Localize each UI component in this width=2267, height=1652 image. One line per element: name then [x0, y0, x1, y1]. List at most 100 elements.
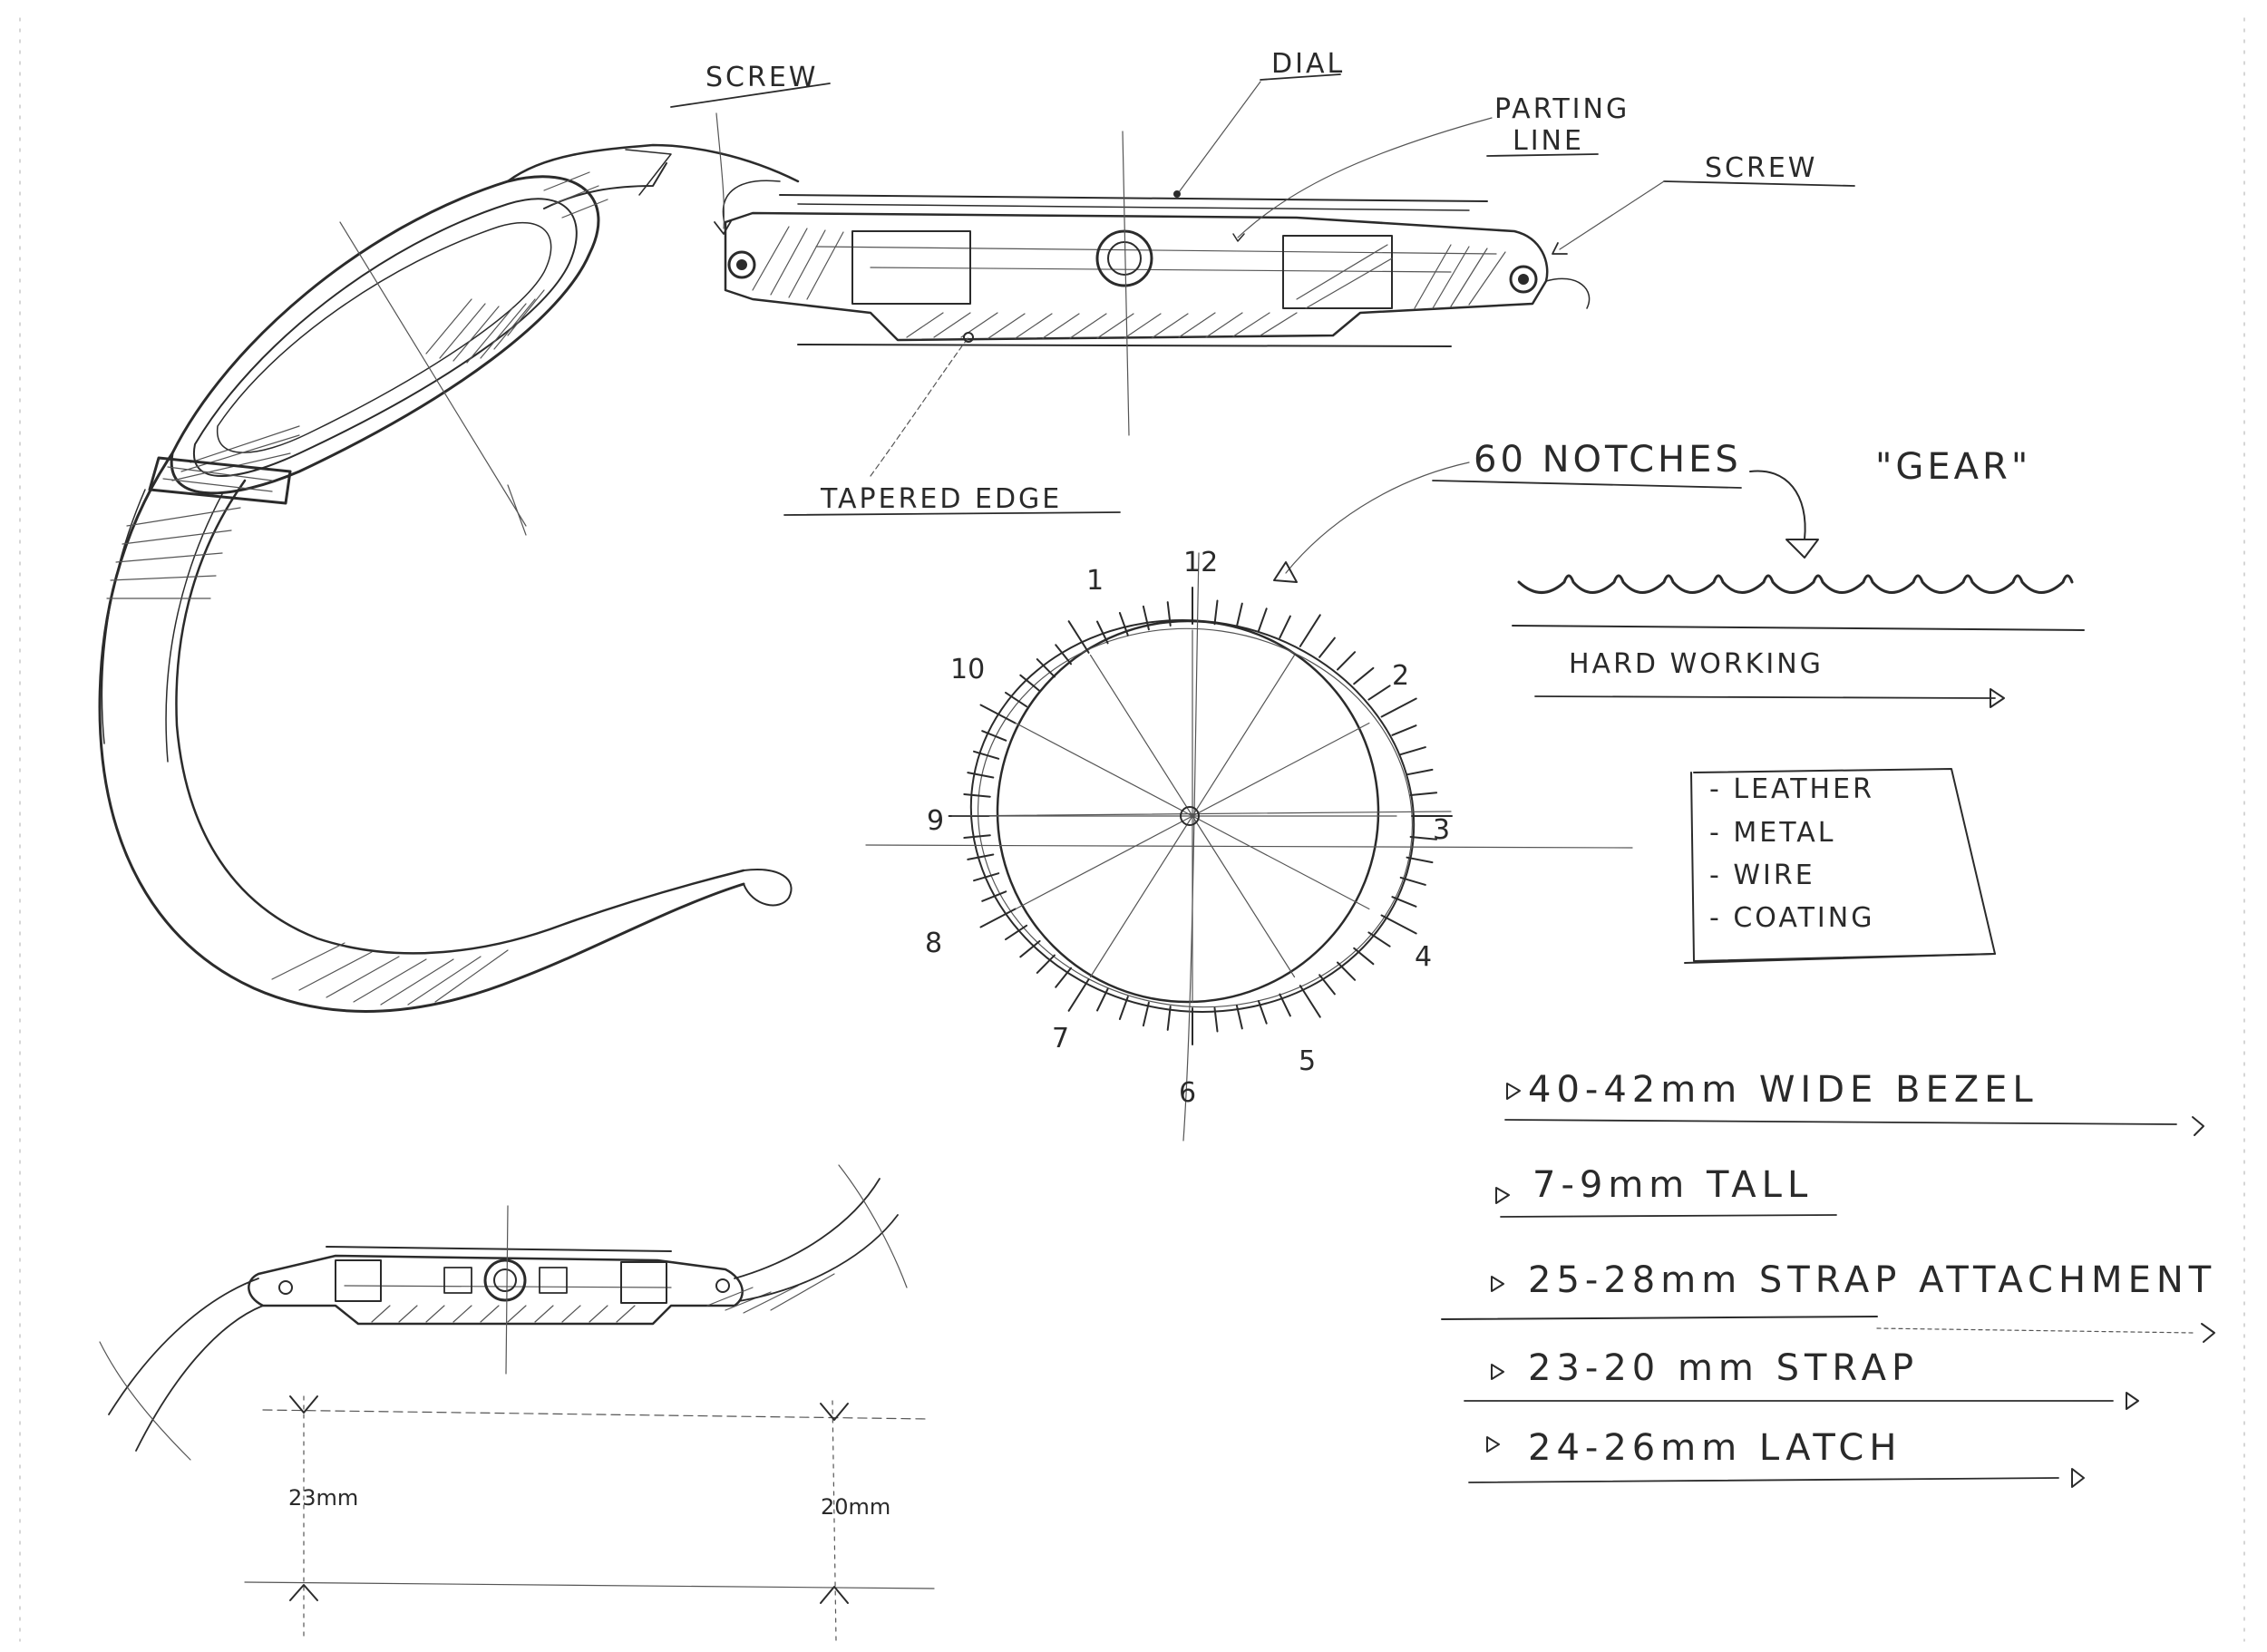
dial-notch	[1055, 644, 1072, 666]
dial-notch	[1318, 974, 1336, 996]
dial-notch	[1353, 666, 1375, 685]
spec-item: 40-42mm WIDE BEZEL	[1528, 1069, 2038, 1111]
dial-notch	[1055, 967, 1072, 988]
dial-spoke	[1192, 815, 1370, 910]
dial-notch	[1337, 961, 1357, 981]
dial-notch	[1235, 1005, 1243, 1030]
dial-notch	[1406, 768, 1434, 776]
dial-numeral-2: 2	[1392, 660, 1409, 692]
dial-notch	[1391, 896, 1417, 908]
dial-numeral-4: 4	[1415, 941, 1432, 973]
label-gear: "GEAR"	[1875, 446, 2031, 488]
dial-notch	[1036, 954, 1056, 974]
dial-notch	[1337, 651, 1357, 671]
dial-notch	[979, 908, 1017, 928]
dimension-left: 23mm	[288, 1485, 358, 1511]
dial-notch	[963, 834, 991, 839]
dial-notch	[1067, 978, 1090, 1012]
dial-numerals: 12 1 2 3 4 5 6 7 8 9 10	[925, 547, 1450, 1109]
dial-notch	[1299, 614, 1321, 647]
watch-perspective-sketch	[98, 143, 800, 1013]
dial-sketch	[865, 552, 1633, 1142]
dial-numeral-10: 10	[950, 654, 985, 685]
dial-notch	[1166, 601, 1172, 627]
label-parting-line-1: PARTING	[1494, 93, 1630, 125]
dial-numeral-1: 1	[1086, 565, 1104, 597]
dial-notch	[1409, 836, 1438, 841]
dial-notch	[1367, 931, 1391, 947]
dial-spoke	[1089, 654, 1193, 817]
watch-side-view	[722, 131, 1591, 436]
label-screw-right: SCREW	[1705, 152, 1817, 184]
dial-notch	[1399, 746, 1426, 756]
dial-numeral-8: 8	[925, 928, 942, 959]
dial-notch	[1257, 607, 1268, 632]
dial-notch	[1299, 985, 1321, 1018]
material-item: - METAL	[1709, 817, 1835, 849]
dial-notch	[981, 890, 1007, 902]
dial-notch	[1213, 599, 1219, 626]
dial-notch	[1005, 924, 1028, 941]
spec-list: 40-42mm WIDE BEZEL 7-9mm TALL 25-28mm ST…	[1441, 1069, 2216, 1488]
dial-numeral-9: 9	[927, 805, 944, 837]
dial-numeral-3: 3	[1433, 814, 1450, 846]
dial-spoke	[1015, 815, 1193, 910]
dial-notch	[1118, 612, 1129, 637]
spec-item: 7-9mm TALL	[1532, 1164, 1813, 1206]
gear-profile: "GEAR" HARD WORKING	[1512, 446, 2085, 708]
dial-spoke	[1192, 722, 1370, 817]
dial-notch	[1142, 605, 1150, 631]
spec-item: 25-28mm STRAP ATTACHMENT	[1528, 1259, 2216, 1301]
material-item: - WIRE	[1709, 860, 1815, 891]
label-60-notches: 60 NOTCHES	[1474, 439, 1742, 481]
dial-notch	[1166, 1006, 1172, 1031]
dial-numeral-5: 5	[1299, 1045, 1316, 1077]
dial-notch	[1367, 685, 1391, 701]
dial-notch	[1380, 697, 1417, 718]
watch-bottom-view: 23mm 20mm	[99, 1164, 935, 1642]
dial-spoke	[1089, 815, 1193, 978]
spec-item: 23-20 mm STRAP	[1528, 1347, 1919, 1389]
dial-notch	[1005, 691, 1028, 708]
materials-box: - LEATHER - METAL - WIRE - COATING	[1684, 768, 1996, 964]
dial-notch	[1036, 658, 1056, 678]
label-tapered-edge: TAPERED EDGE	[820, 483, 1062, 515]
dial-notch	[963, 793, 991, 798]
dial-numeral-7: 7	[1052, 1023, 1069, 1054]
dial-notch	[1235, 602, 1243, 627]
dial-notch	[1279, 615, 1291, 639]
dial-notch	[973, 872, 1000, 882]
dial-notch	[1353, 947, 1375, 966]
dial-notch	[1067, 620, 1090, 654]
dial-notch	[1399, 876, 1426, 886]
dial-notch	[1096, 620, 1109, 645]
dial-spoke	[1192, 815, 1296, 978]
label-screw-left: SCREW	[705, 62, 818, 93]
dial-notch	[1257, 1000, 1268, 1025]
dial-notch	[1391, 724, 1417, 736]
dial-notch	[1213, 1006, 1219, 1033]
dial-notch	[1096, 987, 1109, 1012]
spec-item: 24-26mm LATCH	[1528, 1427, 1902, 1469]
dial-notch	[1380, 914, 1417, 935]
dial-notch	[1318, 637, 1336, 658]
label-hard-working: HARD WORKING	[1569, 648, 1824, 680]
dial-spoke	[1192, 654, 1296, 817]
dimension-right: 20mm	[821, 1494, 890, 1520]
dial-notch	[1019, 674, 1041, 693]
dial-spoke	[1015, 722, 1193, 817]
material-item: - COATING	[1709, 902, 1874, 934]
dial-numeral-12: 12	[1183, 547, 1218, 578]
notches-annotation: 60 NOTCHES	[1273, 439, 1819, 583]
dial-notch	[973, 750, 1000, 760]
label-parting-line-2: LINE	[1513, 125, 1584, 157]
dial-notch	[981, 730, 1007, 742]
dial-numeral-6: 6	[1179, 1077, 1196, 1109]
material-item: - LEATHER	[1709, 773, 1874, 805]
dial-notch	[1019, 939, 1041, 958]
dial-notch	[979, 704, 1017, 724]
dial-notch	[1409, 792, 1438, 796]
dial-notch	[967, 772, 995, 779]
dial-notch	[1142, 1001, 1150, 1027]
